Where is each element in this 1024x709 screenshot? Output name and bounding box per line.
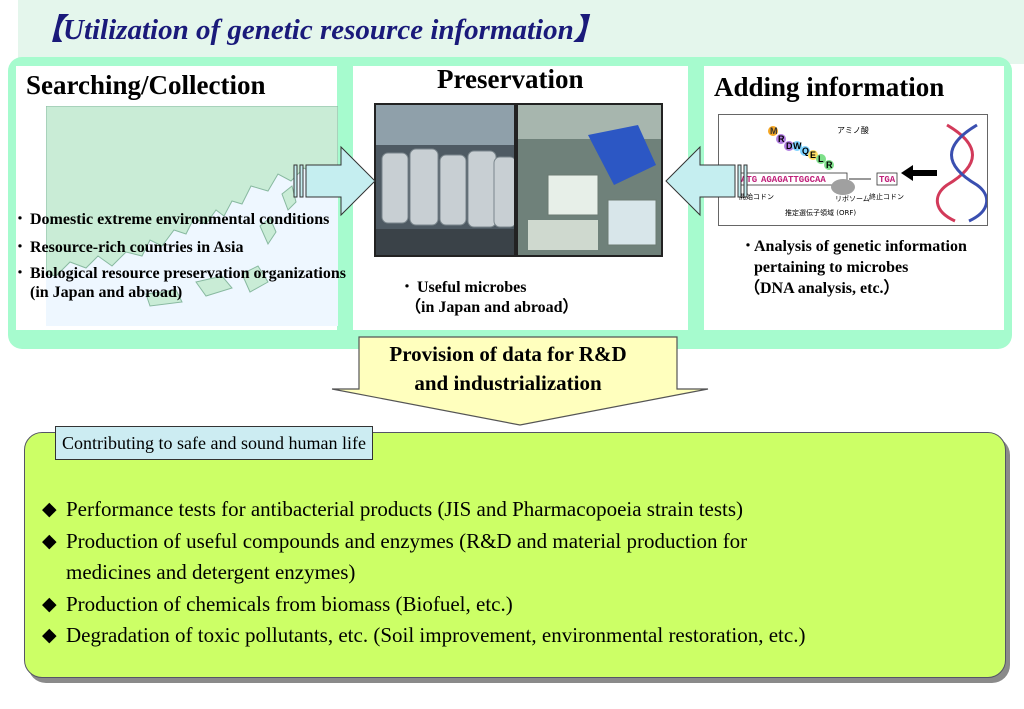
diamond-bullet-icon: ◆: [42, 625, 57, 646]
dna-figure: M R D W Q E L R アミノ酸 ATG AGAGATTGGCAA TG…: [718, 114, 988, 226]
start-codon-label: 開始コドン: [739, 192, 774, 201]
provision-down-arrow-icon: [331, 336, 709, 426]
left-arrow-icon: [665, 145, 748, 217]
title-band: [18, 0, 1024, 64]
contributing-item-continued: medicines and detergent enzymes): [66, 560, 356, 584]
asia-map-image: [46, 106, 338, 326]
bullet-dot: ･: [16, 265, 25, 282]
bullet-dot: ･: [744, 238, 753, 255]
bullet-dot: ･: [403, 279, 412, 296]
amino-letter: M: [770, 126, 778, 136]
preservation-item: ･ Useful microbes （in Japan and abroad）: [403, 279, 579, 316]
contributing-box: [24, 432, 1006, 678]
diamond-bullet-icon: ◆: [42, 499, 57, 520]
search-item: ･Biological resource preservation organi…: [16, 265, 346, 301]
glove-tube-rack-photo: [516, 103, 663, 257]
bullet-dot: ･: [16, 239, 25, 256]
provision-label: Provision of data for R&D and industrial…: [389, 342, 627, 395]
stop-codon-label: 終止コドン: [869, 192, 904, 201]
sequence-stop: TGA: [879, 175, 896, 185]
preservation-panel: Preservation ･ Useful microbes （in Japan…: [353, 64, 688, 330]
amino-letter: R: [826, 160, 833, 170]
adding-info-panel: Adding information M R D W Q E L R アミノ酸 …: [704, 66, 1004, 330]
preservation-heading: Preservation: [437, 64, 584, 94]
search-panel: Searching/Collection ･Domestic extreme e…: [16, 66, 346, 330]
ribosome-label: リボソーム: [835, 195, 870, 203]
search-list: ･Domestic extreme environmental conditio…: [16, 210, 361, 310]
contributing-item: ◆Performance tests for antibacterial pro…: [42, 494, 992, 526]
dna-helix-icon: [936, 123, 987, 223]
page-title: 【Utilization of genetic resource informa…: [34, 14, 603, 46]
contributing-tag: Contributing to safe and sound human lif…: [55, 426, 373, 460]
amino-letter: R: [778, 134, 785, 144]
contributing-list: ◆Performance tests for antibacterial pro…: [42, 494, 992, 652]
amino-letter: E: [810, 150, 816, 160]
diamond-bullet-icon: ◆: [42, 593, 57, 615]
storage-tanks-photo: [374, 103, 516, 257]
left-arrow-icon: [901, 165, 937, 181]
gene-translation-diagram: M R D W Q E L R アミノ酸 ATG AGAGATTGGCAA TG…: [738, 123, 987, 223]
bullet-dot: ･: [16, 211, 25, 228]
sequence-start: ATG: [741, 175, 757, 185]
amino-letter: Q: [802, 146, 809, 156]
amino-letter: D: [786, 141, 793, 151]
right-arrow-icon: [293, 145, 376, 217]
search-item: ･Domestic extreme environmental conditio…: [16, 211, 330, 228]
adding-info-list: ･ Analysis of genetic information pertai…: [744, 236, 994, 299]
amino-label: アミノ酸: [837, 125, 869, 135]
contributing-item: ◆Degradation of toxic pollutants, etc. (…: [42, 620, 992, 652]
search-heading: Searching/Collection: [26, 70, 266, 100]
adding-info-heading: Adding information: [714, 72, 945, 102]
adding-info-item: ･ Analysis of genetic information pertai…: [744, 238, 967, 297]
contributing-item: ◆Production of chemicals from biomass (B…: [42, 589, 992, 621]
amino-letter: W: [793, 141, 802, 151]
search-item: ･Resource-rich countries in Asia: [16, 239, 244, 256]
preservation-list: ･ Useful microbes （in Japan and abroad）: [403, 278, 579, 318]
sequence-mid: AGAGATTGGCAA: [761, 175, 826, 185]
orf-label: 推定選伝子領域 (ORF): [785, 208, 856, 217]
diamond-bullet-icon: ◆: [42, 530, 57, 552]
amino-letter: L: [818, 154, 824, 164]
contributing-item: ◆Production of useful compounds and enzy…: [42, 526, 992, 558]
